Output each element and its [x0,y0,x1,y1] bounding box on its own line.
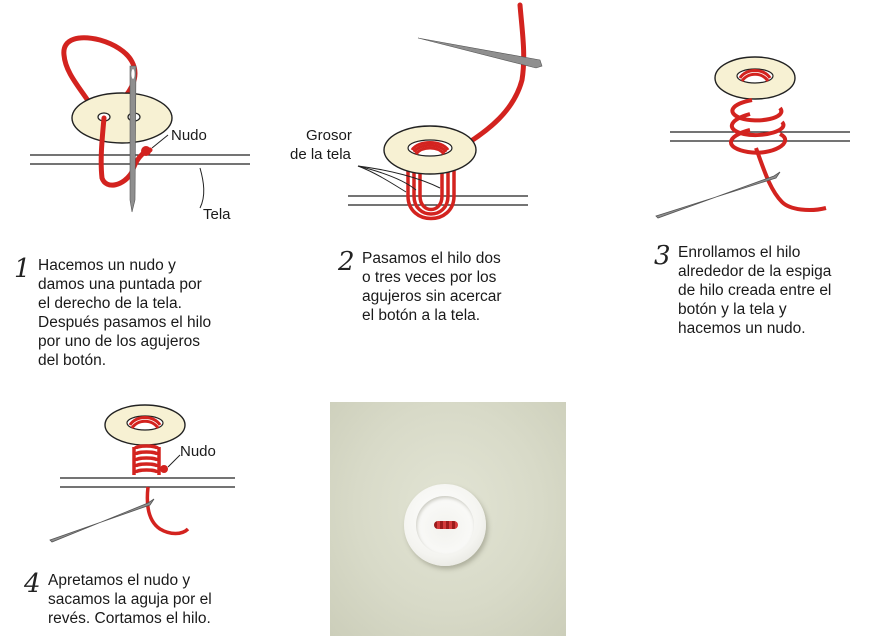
illustration-step-2 [290,0,560,230]
illustration-step-4 [30,395,260,555]
needle [49,498,155,543]
thread-on-button [410,141,450,156]
leader-grosor [357,165,441,193]
thread-strands [406,168,456,221]
step-description: Pasamos el hilo dos o tres veces por los… [362,250,502,324]
label-nudo: Nudo [180,443,216,460]
step-number: 4 [24,569,41,599]
thread-up [457,2,527,151]
label-grosor: Grosor [306,127,352,144]
step-3: 3 Enrollamos el hilo alrededor de la esp… [654,243,890,353]
step-number: 1 [14,254,31,284]
step-1: 1 Hacemos un nudo y damos una puntada po… [14,256,264,386]
knot [141,146,151,156]
step-description: Enrollamos el hilo alrededor de la espig… [678,244,832,337]
illustration-step-1 [0,0,260,230]
thread-under [98,115,153,188]
thread-coil [132,444,190,536]
step-number: 3 [654,241,671,271]
fabric-lines [60,477,235,488]
leader-nudo [167,454,181,468]
photo-button [404,484,486,566]
label-nudo: Nudo [171,127,207,144]
step-number: 2 [338,247,355,277]
needle [417,37,543,69]
thread-coil [729,98,827,212]
button-shape [71,92,173,144]
step-2: 2 Pasamos el hilo dos o tres veces por l… [338,249,568,339]
thread-loop [61,35,138,128]
step-4: 4 Apretamos el nudo y sacamos la aguja p… [24,571,274,636]
illustration-step-3 [640,30,870,230]
step-description: Apretamos el nudo y sacamos la aguja por… [48,572,212,627]
needle [129,65,137,213]
step-description: Hacemos un nudo y damos una puntada por … [38,257,212,369]
fabric-lines [348,195,528,206]
sewn-button-photo [330,402,566,636]
fabric-lines [670,131,850,142]
thread-on-button [738,69,772,82]
leader-tela [199,167,205,209]
thread-on-button [128,416,162,429]
label-de-la-tela: de la tela [290,146,351,163]
leader-nudo [151,134,169,149]
photo-thread [434,521,458,529]
label-tela: Tela [203,206,231,223]
knot [160,465,168,473]
needle [655,171,781,219]
